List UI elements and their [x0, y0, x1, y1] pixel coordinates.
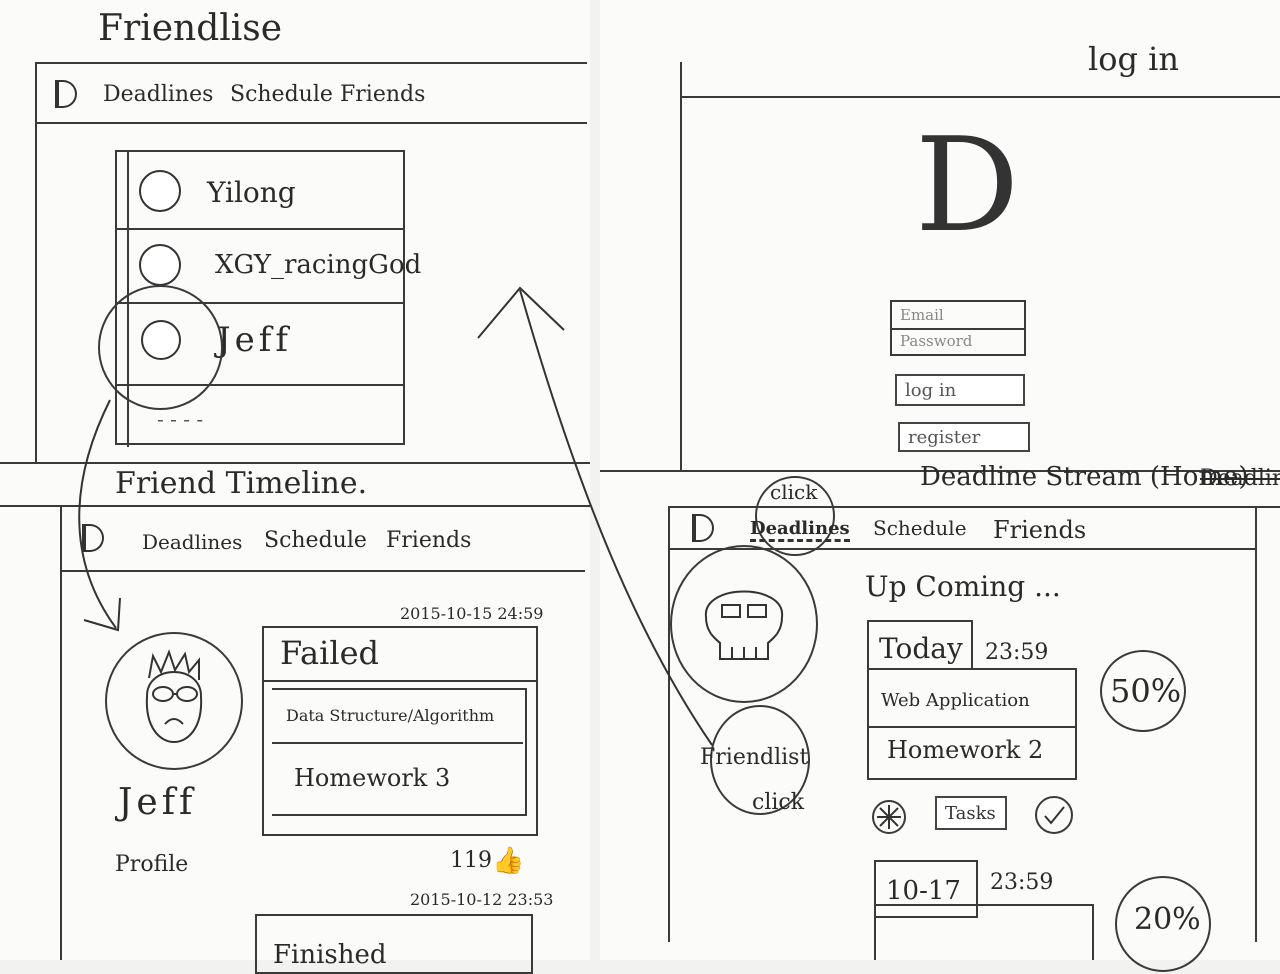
jeff-face-icon — [145, 649, 203, 744]
thumbs-up-icon[interactable]: 👍 — [492, 846, 525, 876]
friend-name: Jeff — [217, 320, 292, 360]
item-date: Today — [879, 632, 963, 665]
home-title-struck: Deadlin — [1200, 466, 1280, 491]
friend-item-yilong[interactable]: Yilong — [117, 152, 403, 228]
cross-hatch-icon — [877, 805, 901, 829]
item2-percent: 20% — [1134, 902, 1201, 937]
profile-avatar[interactable] — [105, 632, 243, 770]
item1-date-tab: Today — [867, 620, 973, 670]
card-detail-box: Data Structure/Algorithm Homework 3 — [272, 688, 527, 816]
avatar — [139, 244, 181, 286]
progress-circle-1 — [1100, 650, 1186, 732]
cancel-icon[interactable] — [872, 800, 906, 834]
card-course: Data Structure/Algorithm — [286, 706, 495, 725]
timeline-frame-top — [0, 462, 590, 464]
deadline-card-2[interactable] — [874, 904, 1094, 960]
card-divider — [869, 726, 1075, 728]
item-course: Web Application — [881, 690, 1030, 711]
item1-time: 23:59 — [985, 640, 1049, 665]
app-logo-icon[interactable] — [82, 524, 104, 552]
card-divider — [272, 742, 523, 744]
timeline-frame-left — [60, 505, 62, 960]
card-status: Failed — [280, 634, 379, 672]
nav-deadlines[interactable]: Deadlines — [142, 530, 243, 554]
timeline-nav-bar: Deadlines Schedule Friends — [60, 518, 585, 562]
nav-friends[interactable]: Friends — [340, 82, 426, 107]
item1-percent: 50% — [1110, 672, 1182, 710]
friendlist-nav-bar: Deadlines Schedule Friends — [35, 74, 587, 118]
checkmark-icon — [1044, 806, 1065, 825]
profile-label[interactable]: Profile — [115, 852, 189, 877]
skull-icon — [704, 590, 784, 660]
click-note-bottom: click — [752, 790, 805, 815]
friendlist-nav-underline — [35, 122, 587, 124]
timeline-card-finished[interactable]: Finished — [255, 914, 533, 974]
field-divider — [892, 328, 1024, 330]
nav-deadlines-active[interactable]: Deadlines — [750, 518, 850, 542]
item-task: Homework 2 — [887, 736, 1044, 764]
email-field[interactable]: Email — [900, 306, 944, 324]
item2-date-tab: 10-17 — [874, 860, 978, 918]
login-frame-left — [680, 62, 682, 472]
home-nav-underline — [668, 548, 1255, 550]
timeline-card-failed[interactable]: Failed Data Structure/Algorithm Homework… — [262, 626, 538, 836]
avatar — [139, 170, 181, 212]
login-logo: D — [915, 109, 1020, 261]
card1-likes: 119 — [450, 848, 492, 873]
click-note-circle — [755, 476, 835, 556]
item-date: 10-17 — [886, 876, 961, 906]
card-status: Finished — [273, 940, 387, 970]
nav-deadlines[interactable]: Deadlines — [103, 82, 214, 107]
nav-schedule[interactable]: Schedule — [873, 516, 967, 540]
jeff-highlight-circle — [98, 285, 223, 410]
login-frame-top — [680, 96, 1280, 98]
deadline-card-1[interactable]: Web Application Homework 2 — [867, 668, 1077, 780]
login-title: log in — [1088, 40, 1179, 78]
friendlist-link-circle — [710, 705, 810, 815]
item2-time: 23:59 — [990, 870, 1054, 895]
profile-name: Jeff — [118, 782, 197, 823]
friend-timeline-title: Friend Timeline. — [115, 466, 368, 501]
login-frame-bottom — [600, 470, 1280, 472]
friend-divider — [117, 384, 403, 386]
friendlist-frame-left — [35, 62, 37, 462]
app-logo-icon[interactable] — [692, 514, 714, 542]
friendlist-title: Friendlise — [98, 8, 283, 49]
friend-item-xgy[interactable]: XGY_racingGod — [117, 230, 421, 302]
home-frame-left — [668, 506, 670, 942]
card1-timestamp: 2015-10-15 24:59 — [400, 604, 544, 623]
tasks-button[interactable]: Tasks — [935, 796, 1007, 830]
password-field[interactable]: Password — [900, 332, 973, 350]
skull-avatar[interactable] — [670, 545, 818, 703]
login-form: Email Password — [890, 300, 1026, 356]
card-divider — [264, 680, 536, 682]
home-frame-right — [1255, 506, 1257, 942]
login-button[interactable]: log in — [895, 374, 1025, 406]
nav-schedule[interactable]: Schedule — [230, 82, 333, 107]
app-logo-icon[interactable] — [55, 80, 77, 108]
nav-friends[interactable]: Friends — [386, 528, 472, 553]
friend-divider — [117, 302, 403, 304]
nav-schedule[interactable]: Schedule — [264, 528, 367, 553]
more-indicator: - - - - — [157, 407, 204, 431]
done-icon[interactable] — [1035, 796, 1073, 834]
friend-divider — [117, 228, 403, 230]
friend-name: Yilong — [207, 176, 296, 209]
nav-friends[interactable]: Friends — [993, 516, 1087, 544]
friend-name: XGY_racingGod — [215, 250, 422, 280]
friendlist-frame-top — [35, 62, 587, 64]
register-button[interactable]: register — [898, 422, 1030, 452]
home-title: Deadline Stream (Home) — [920, 462, 1249, 492]
timeline-frame-line — [0, 505, 590, 507]
card2-timestamp: 2015-10-12 23:53 — [410, 890, 554, 909]
home-frame-top — [668, 506, 1280, 508]
card-task: Homework 3 — [294, 764, 451, 792]
timeline-nav-underline — [60, 570, 585, 572]
upcoming-heading: Up Coming ... — [865, 570, 1061, 603]
friendlist-note[interactable]: Friendlist — [700, 745, 809, 770]
home-nav-bar: Deadlines Schedule Friends — [668, 510, 1255, 546]
click-note-top: click — [770, 480, 818, 504]
